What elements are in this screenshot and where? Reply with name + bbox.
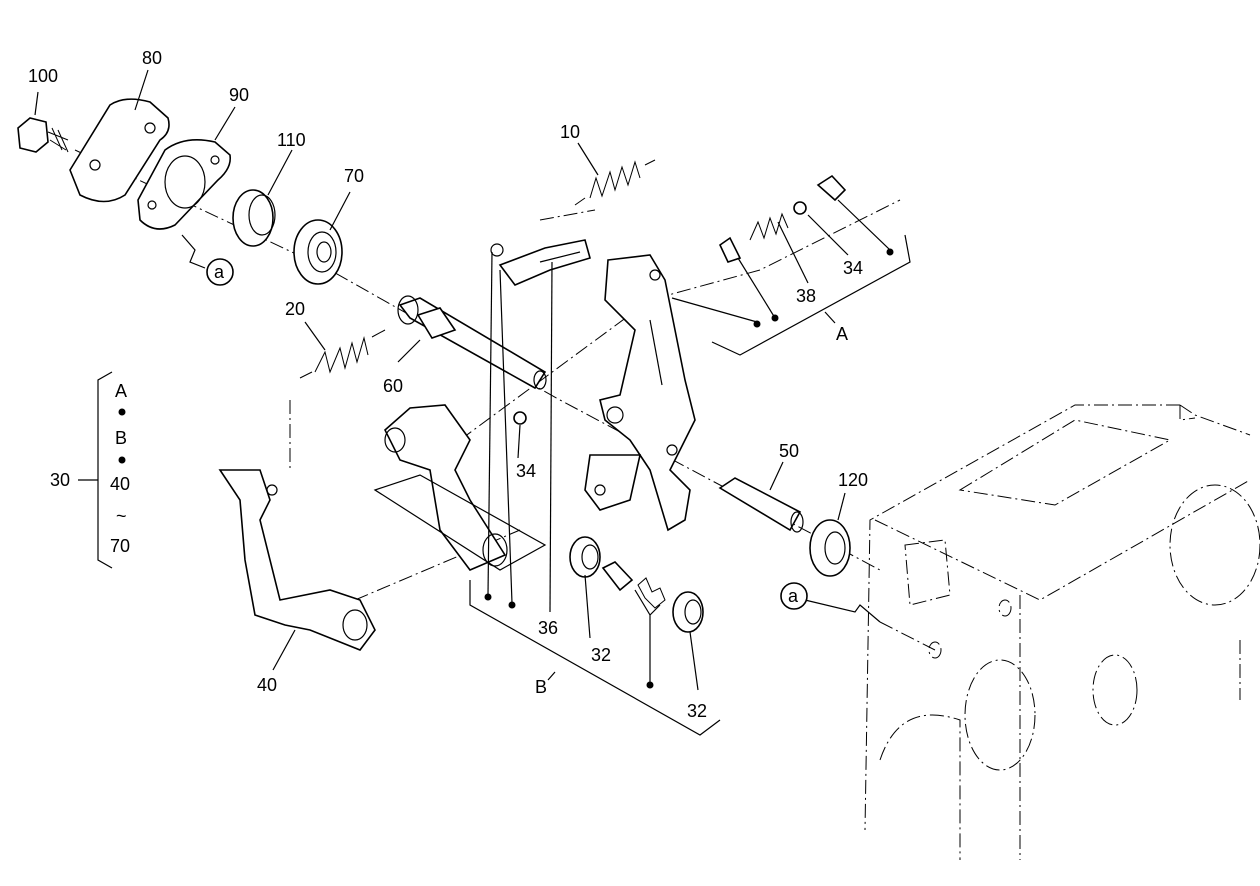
callout-80: 80	[142, 48, 162, 68]
legend-30-tilde: ~	[116, 506, 127, 526]
part-80-cover-plate	[69, 98, 170, 203]
part-34-balls	[513, 201, 807, 425]
ref-a-top-label: a	[214, 262, 225, 282]
legend-30: A B 40 ~ 70	[110, 381, 130, 556]
legend-30-line3: 40	[110, 474, 130, 494]
engine-block	[864, 404, 1260, 860]
part-120-bearing	[809, 519, 851, 577]
legend-bracket-30	[78, 371, 126, 569]
callout-34-upper: 34	[843, 258, 863, 278]
callout-labels: 100 80 90 110 70 10 20 60 34 36 32 32 40…	[28, 48, 868, 721]
callout-38: 38	[796, 286, 816, 306]
part-70-bearing	[293, 219, 343, 285]
callout-10: 10	[560, 122, 580, 142]
callout-32-right: 32	[687, 701, 707, 721]
part-40-lever	[218, 469, 376, 651]
callout-20: 20	[285, 299, 305, 319]
part-36-link	[490, 239, 591, 286]
group-label-b: B	[535, 677, 547, 697]
bracket-group-b	[469, 580, 721, 736]
part-110-ring	[232, 189, 276, 247]
callout-60: 60	[383, 376, 403, 396]
part-50-pin	[718, 477, 804, 533]
group-label-a: A	[836, 324, 848, 344]
part-38-spring	[718, 212, 789, 263]
legend-30-line1: A	[115, 381, 127, 401]
part-10-spring	[574, 159, 656, 206]
part-32-rings	[569, 536, 704, 633]
callout-70: 70	[344, 166, 364, 186]
callout-36: 36	[538, 618, 558, 638]
ref-a-bottom-label: a	[788, 586, 799, 606]
legend-30-line2: B	[115, 428, 127, 448]
leader-lines	[34, 69, 936, 691]
part-plug-top	[816, 174, 847, 202]
callout-50: 50	[779, 441, 799, 461]
callout-90: 90	[229, 85, 249, 105]
part-90-gasket	[137, 139, 232, 230]
bracket-group-a	[711, 234, 911, 356]
callout-32-left: 32	[591, 645, 611, 665]
ref-a-top: a	[206, 258, 234, 286]
part-100-bolt	[17, 117, 69, 153]
ref-a-bottom: a	[780, 582, 808, 610]
callout-100: 100	[28, 66, 58, 86]
part-30-lever-assembly	[373, 404, 547, 571]
part-bracket-plate	[584, 254, 696, 532]
callout-110: 110	[277, 130, 306, 150]
part-60-shaft	[397, 295, 547, 390]
callout-120: 120	[838, 470, 868, 490]
part-20-spring	[299, 329, 386, 379]
reference-dots	[484, 248, 894, 689]
callout-30: 30	[50, 470, 70, 490]
legend-30-line4: 70	[110, 536, 130, 556]
callout-34-lower: 34	[516, 461, 536, 481]
callout-40: 40	[257, 675, 277, 695]
